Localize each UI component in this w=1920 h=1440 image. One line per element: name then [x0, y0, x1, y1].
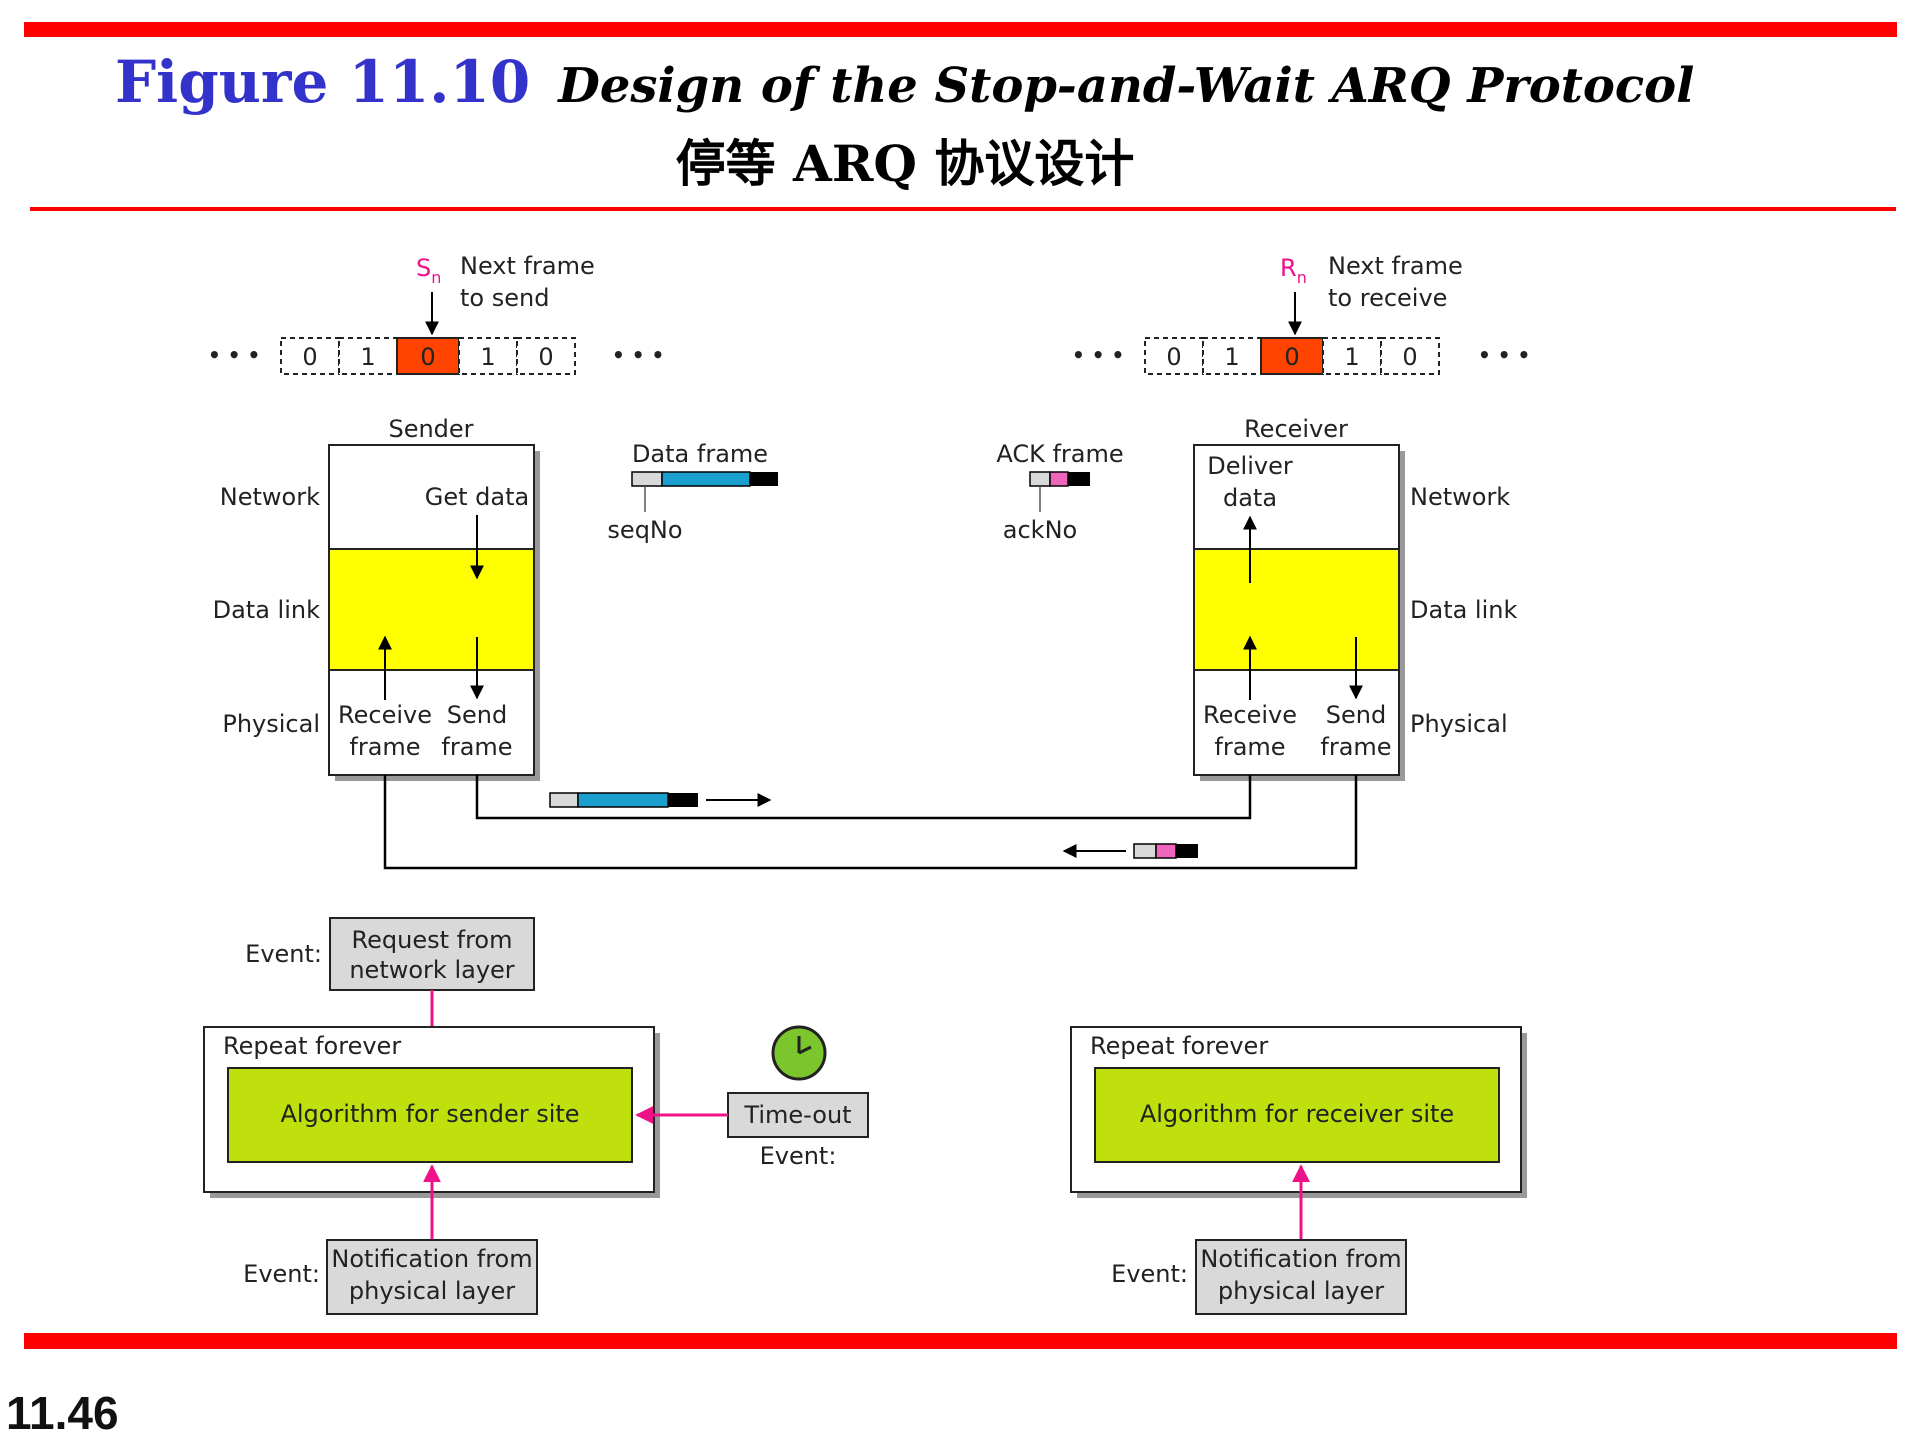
- sender-get-data: Get data: [425, 483, 529, 511]
- sender-event-bottom-2: physical layer: [349, 1277, 515, 1305]
- sender-loop-label: Repeat forever: [223, 1032, 401, 1060]
- sender-window-ellipsis-right: • • •: [612, 343, 664, 367]
- sender-window: Sn Next frame to send • • • • • • 0 1 0 1 0: [208, 252, 664, 375]
- sender-pointer-text-2: to send: [460, 284, 549, 312]
- receiver-pointer-text-2: to receive: [1328, 284, 1447, 312]
- receiver-event-bottom-label: Event:: [1111, 1260, 1188, 1288]
- sender-event-bottom-label: Event:: [243, 1260, 320, 1288]
- receiver-receive-frame-1: Receive: [1203, 701, 1297, 729]
- ack-frame-ackno: ackNo: [1003, 516, 1077, 544]
- receiver-algorithm: Repeat forever Algorithm for receiver si…: [1070, 1026, 1527, 1315]
- window-cell-0: [280, 337, 340, 375]
- sender-layer-network: Network: [220, 483, 320, 511]
- receiver-algorithm-box: [1094, 1067, 1500, 1163]
- sender-pointer-text-1: Next frame: [460, 252, 595, 280]
- sender-algorithm-label: Algorithm for sender site: [280, 1100, 579, 1128]
- sender-pointer-label: Sn: [416, 254, 441, 287]
- sender-algorithm: Event: Request from network layer Repeat…: [203, 917, 869, 1315]
- window-cell-label-3: 1: [1344, 343, 1359, 371]
- ack-frame-in-transit: [1062, 843, 1198, 859]
- sender-stack: Sender Network Data link Physical Get da…: [213, 415, 540, 781]
- window-cell-label-1: 1: [360, 343, 375, 371]
- window-cell-label-0: 0: [302, 343, 317, 371]
- ack-channel-line: [383, 775, 1358, 870]
- sender-window-ellipsis-left: • • •: [208, 343, 260, 367]
- receiver-deliver-data-1: Deliver: [1207, 452, 1293, 480]
- receiver-title: Receiver: [1244, 415, 1348, 443]
- window-cell-label-0: 0: [1166, 343, 1181, 371]
- top-rule: [24, 22, 1897, 37]
- sender-event-top-label: Event:: [245, 940, 322, 968]
- channel: [383, 775, 1358, 870]
- window-cell-label-1: 1: [1224, 343, 1239, 371]
- sender-event-top-2: network layer: [349, 956, 514, 984]
- data-frame-format: Data frame seqNo: [607, 440, 778, 544]
- window-cell-label-4: 0: [538, 343, 553, 371]
- timeout-box: [727, 1092, 869, 1138]
- sender-layer-physical: Physical: [222, 710, 320, 738]
- sender-send-frame-1: Send: [447, 701, 507, 729]
- receiver-stack: Receiver Network Data link Physical Deli…: [1193, 415, 1517, 781]
- figure-title: Figure 11.10 Design of the Stop-and-Wait …: [115, 48, 1694, 116]
- sender-event-bottom-1: Notification from: [331, 1245, 532, 1273]
- sender-window-cells: 0 1 0 1 0: [280, 337, 576, 375]
- data-channel-line: [475, 775, 1252, 820]
- sender-title: Sender: [388, 415, 473, 443]
- receiver-layer-physical: Physical: [1410, 710, 1508, 738]
- sender-receive-frame-1: Receive: [338, 701, 432, 729]
- receiver-receive-frame-2: frame: [1214, 733, 1285, 761]
- receiver-window-ellipsis-left: • • •: [1072, 343, 1124, 367]
- receiver-layer-network: Network: [1410, 483, 1510, 511]
- receiver-layer-datalink: Data link: [1410, 596, 1517, 624]
- sender-algorithm-box: [227, 1067, 633, 1163]
- window-cell-label-2: 0: [1284, 343, 1299, 371]
- figure-number: Figure 11.10: [115, 48, 531, 116]
- figure-subtitle: 停等 ARQ 协议设计: [675, 134, 1135, 193]
- receiver-send-frame-1: Send: [1326, 701, 1386, 729]
- window-cell-label-4: 0: [1402, 343, 1417, 371]
- window-cell-4: [516, 337, 576, 375]
- window-cell-0: [1144, 337, 1204, 375]
- sender-datalink-band: [330, 549, 533, 670]
- figure-caption: Design of the Stop-and-Wait ARQ Protocol: [558, 58, 1695, 114]
- page-number: 11.46: [6, 1387, 119, 1439]
- receiver-pointer-text-1: Next frame: [1328, 252, 1463, 280]
- sender-layer-datalink: Data link: [213, 596, 320, 624]
- receiver-datalink-band: [1195, 549, 1398, 670]
- receiver-event-bottom-1: Notification from: [1200, 1245, 1401, 1273]
- receiver-window-cells: 0 1 0 1 0: [1144, 337, 1440, 375]
- ack-frame-label: ACK frame: [996, 440, 1123, 468]
- data-frame-label: Data frame: [632, 440, 768, 468]
- receiver-window-ellipsis-right: • • •: [1478, 343, 1530, 367]
- sender-event-top-1: Request from: [352, 926, 513, 954]
- receiver-pointer-label: Rn: [1280, 254, 1307, 287]
- sender-event-bottom-box: [326, 1239, 538, 1315]
- receiver-deliver-data-2: data: [1223, 484, 1277, 512]
- receiver-algorithm-label: Algorithm for receiver site: [1140, 1100, 1454, 1128]
- ack-frame-format: ACK frame ackNo: [996, 440, 1123, 544]
- window-cell-label-3: 1: [480, 343, 495, 371]
- data-frame-seqno: seqNo: [607, 516, 682, 544]
- data-frame-in-transit: [549, 792, 772, 808]
- receiver-event-bottom-box: [1195, 1239, 1407, 1315]
- receiver-event-bottom-2: physical layer: [1218, 1277, 1384, 1305]
- sender-receive-frame-2: frame: [349, 733, 420, 761]
- sender-event-top-box: [329, 917, 535, 991]
- sender-send-frame-2: frame: [441, 733, 512, 761]
- bottom-rule: [24, 1333, 1897, 1349]
- clock-icon: [771, 1025, 827, 1081]
- timeout-label: Time-out: [743, 1101, 851, 1129]
- title-underline: [30, 207, 1896, 211]
- timeout-event-label: Event:: [760, 1142, 837, 1170]
- window-cell-4: [1380, 337, 1440, 375]
- receiver-send-frame-2: frame: [1320, 733, 1391, 761]
- receiver-loop-label: Repeat forever: [1090, 1032, 1268, 1060]
- window-cell-label-2: 0: [420, 343, 435, 371]
